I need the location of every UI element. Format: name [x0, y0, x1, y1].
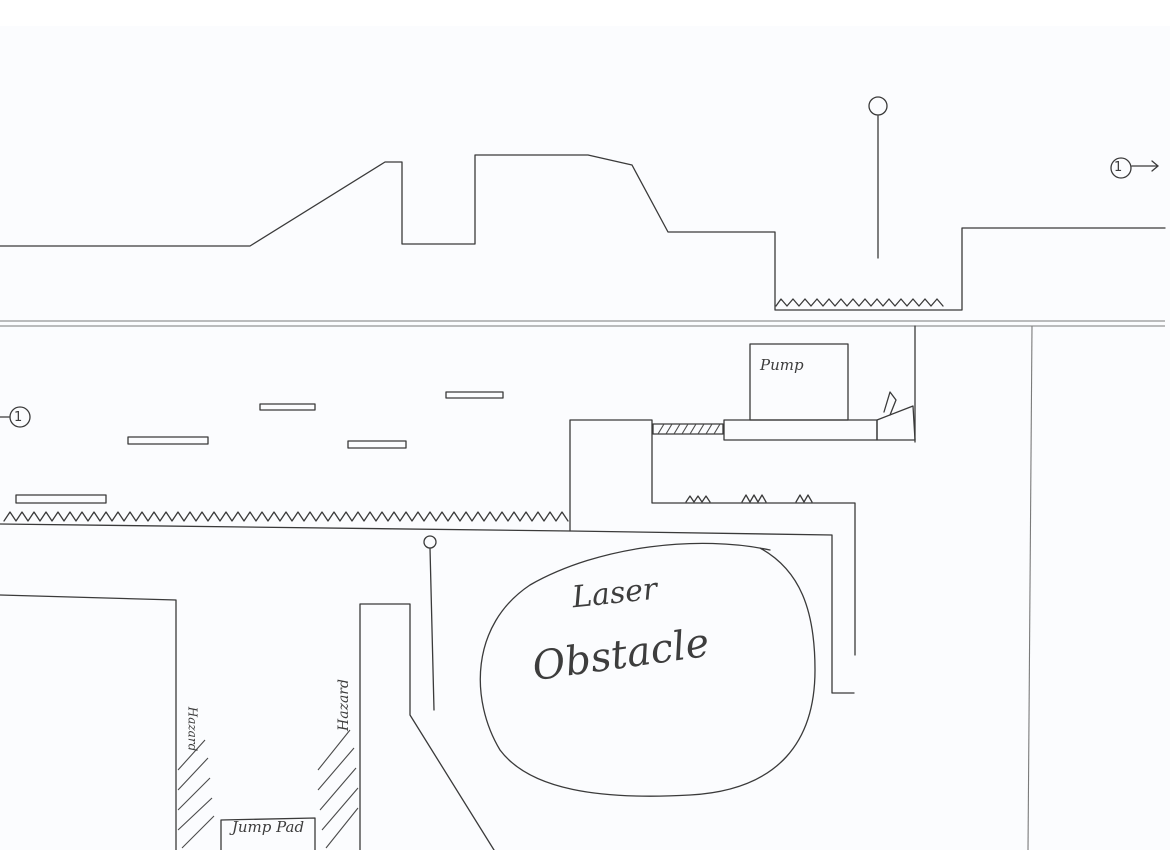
- pump-platform: [724, 420, 877, 440]
- floating-platform: [16, 495, 106, 503]
- ledge-spikes: [742, 495, 766, 502]
- checkpoint-icon-middle: [424, 536, 436, 548]
- ledge-spikes: [796, 495, 812, 502]
- middle-floor-line: [0, 524, 854, 693]
- exit-marker-number: 1: [1114, 160, 1122, 175]
- lever-handle-icon: [884, 392, 896, 415]
- entry-marker-number: 1: [14, 410, 22, 425]
- ledge-spikes: [686, 496, 710, 502]
- step-wall: [570, 420, 855, 655]
- checkpoint-pole-middle: [430, 548, 434, 710]
- floor-spikes: [4, 512, 568, 521]
- jump-pad-label: Jump Pad: [228, 820, 308, 834]
- pit-spikes: [776, 299, 943, 306]
- checkpoint-icon-top: [869, 97, 887, 115]
- upper-terrain-line: [0, 155, 1165, 310]
- left-pillar: [0, 595, 176, 850]
- lever-icon: [877, 406, 915, 440]
- floating-platform: [348, 441, 406, 448]
- hazard-label-right: Hazard: [336, 679, 352, 731]
- pump-label: Pump: [760, 356, 804, 374]
- floating-platform: [260, 404, 315, 410]
- hazard-label-left: Hazard: [185, 707, 199, 752]
- floating-platform: [446, 392, 503, 398]
- right-pillar: [360, 604, 494, 850]
- right-boundary-line: [1028, 326, 1032, 850]
- hazard-hatching: [318, 730, 350, 770]
- floating-platform: [128, 437, 208, 444]
